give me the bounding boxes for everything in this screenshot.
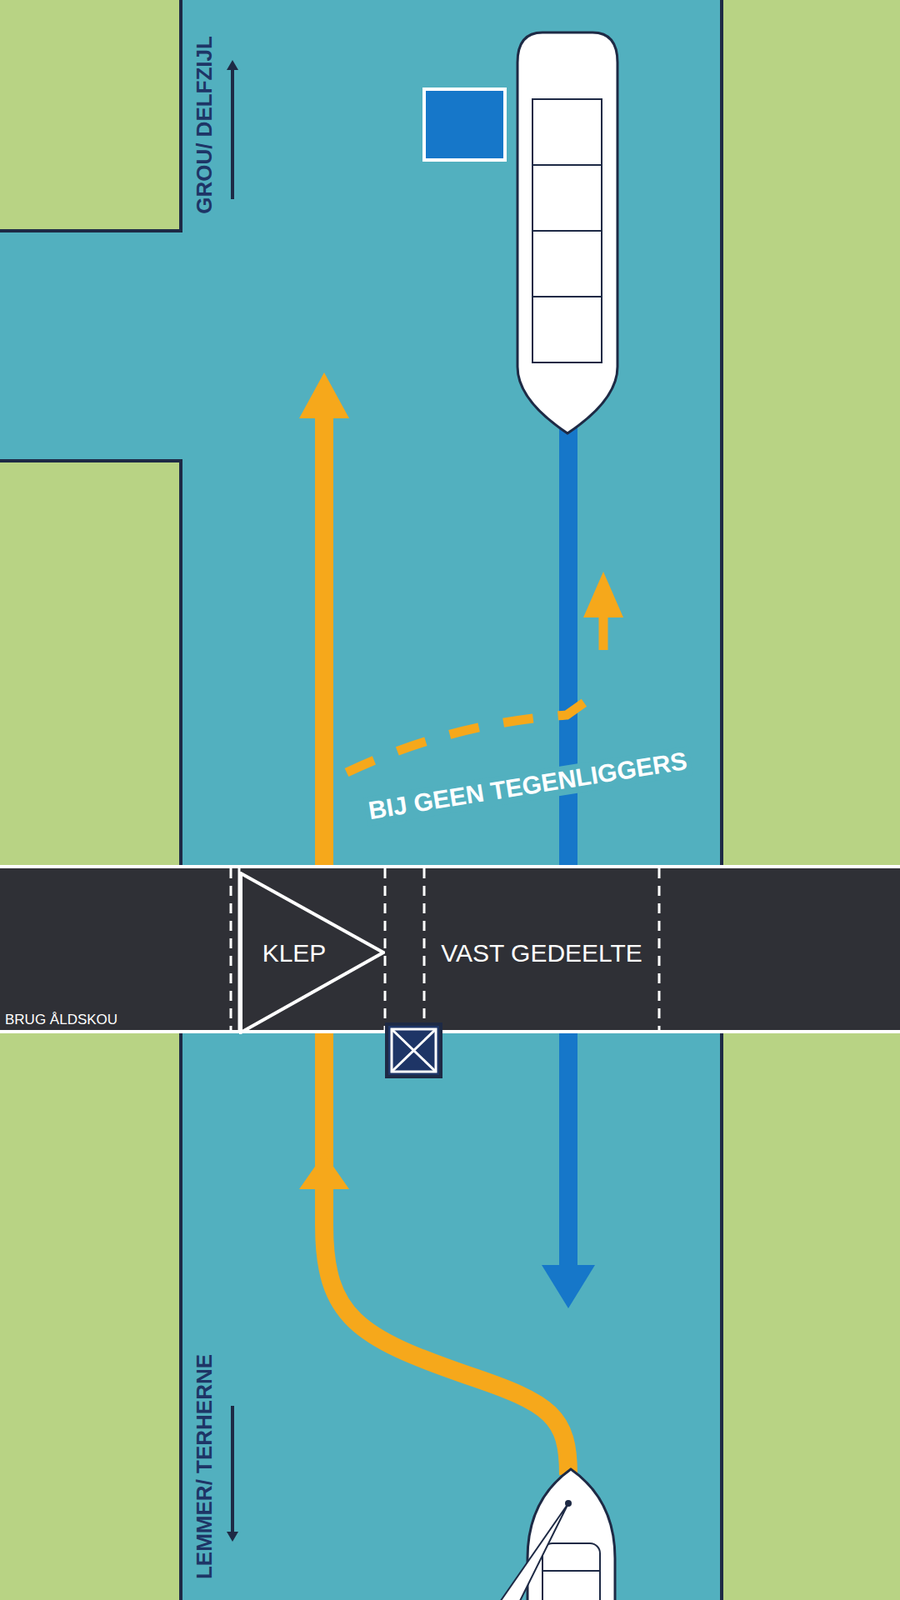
cargo-ship	[517, 32, 618, 434]
bridge-signal	[391, 1029, 436, 1072]
direction-arrow	[226, 1531, 239, 1542]
alternative-route	[599, 615, 609, 650]
shoreline	[720, 0, 724, 1600]
bridge-joint	[238, 868, 241, 1030]
span-label: KLEP	[262, 937, 327, 970]
span-label: VAST GEDEELTE	[440, 937, 643, 970]
route-arrowhead	[299, 372, 350, 419]
route-arrowhead	[541, 1265, 595, 1309]
bridge-joint	[658, 868, 661, 1030]
bascule-triangle	[240, 873, 384, 1033]
shoreline	[0, 0, 181, 231]
bank	[0, 0, 181, 231]
mast	[565, 1500, 572, 1507]
bank	[721, 0, 900, 1600]
route-arrowhead	[583, 571, 624, 618]
direction-arrow	[226, 60, 239, 70]
cargo-hold	[532, 99, 602, 363]
direction-arrow	[230, 68, 235, 200]
bridge-name: BRUG ÅLDSKOU	[5, 1010, 118, 1029]
bascule-span: KLEP	[239, 871, 385, 1035]
alternative-route	[346, 695, 595, 773]
bridge-band: KLEP VAST GEDEELTE BRUG ÅLDSKOU	[0, 865, 900, 1034]
sailboat-cabin	[542, 1543, 600, 1600]
sailboat	[527, 1469, 615, 1600]
bridge-signal	[391, 1029, 436, 1072]
fixed-span: VAST GEDEELTE	[424, 871, 660, 1035]
direction-arrow	[230, 1405, 235, 1534]
note-label: BIJ GEEN TEGENLIGGERS	[362, 745, 692, 826]
bridge-signal	[386, 1024, 441, 1077]
sailboat-cabin	[542, 1570, 600, 1572]
route-line	[559, 425, 578, 1269]
bridge-joint	[384, 868, 387, 1030]
direction-label: LEMMER/ TERHERNE	[192, 1354, 218, 1580]
bridge-joint	[230, 868, 233, 1030]
sail	[498, 1503, 569, 1600]
route-arrowhead	[299, 1153, 350, 1190]
blue-board-sign	[424, 89, 505, 160]
direction-label: GROU/ DELFZIJL	[192, 35, 218, 215]
bridge-joint	[423, 868, 426, 1030]
